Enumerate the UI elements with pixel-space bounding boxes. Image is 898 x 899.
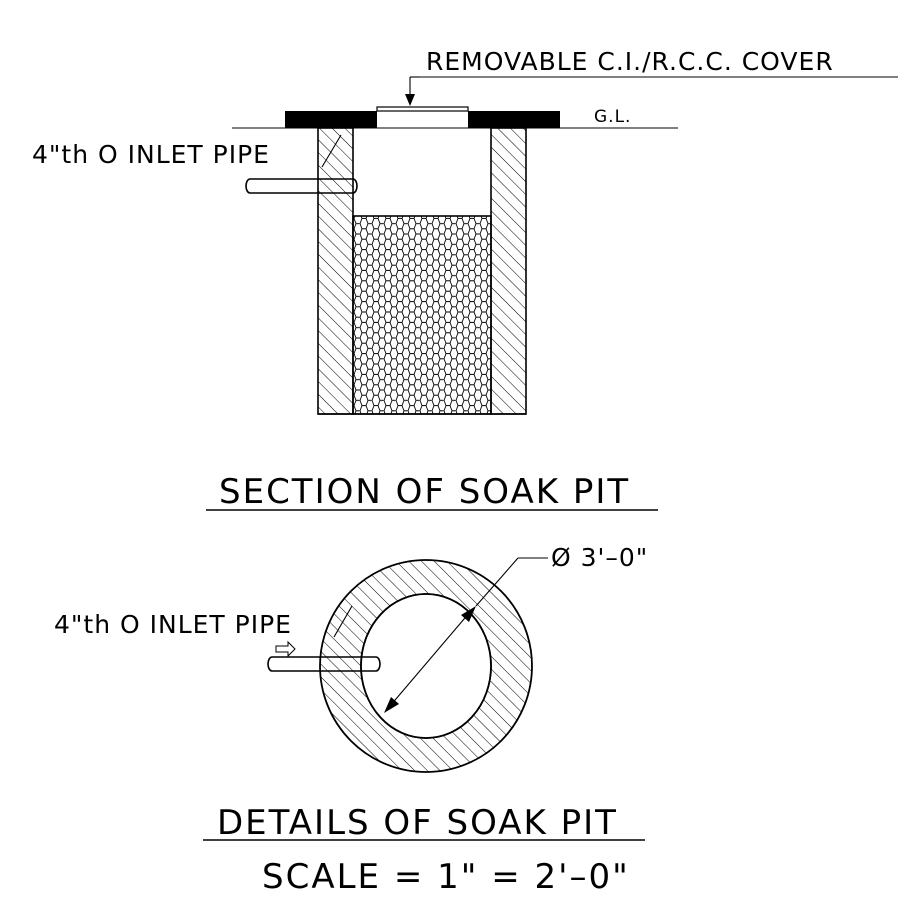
right-wall [490, 127, 527, 415]
left-wall [317, 127, 354, 415]
flow-arrow-icon [275, 640, 296, 658]
section-view: REMOVABLE C.I./R.C.C. COVER G.L. 4"th O … [32, 47, 898, 512]
inlet-pipe-plan [267, 656, 381, 672]
plan-title: DETAILS OF SOAK PIT [217, 803, 618, 843]
diameter-dimension [384, 557, 548, 713]
inlet-pipe-section [245, 178, 358, 194]
cover-leader [405, 76, 898, 106]
section-inlet-leader [321, 134, 342, 168]
section-inlet-label: 4"th O INLET PIPE [32, 140, 270, 169]
plan-inlet-leader [333, 605, 353, 638]
aggregate-filling [352, 215, 492, 415]
removable-cover-plate [376, 106, 469, 112]
cover-label: REMOVABLE C.I./R.C.C. COVER [426, 47, 834, 76]
gl-label: G.L. [594, 107, 631, 127]
plan-inlet-label: 4"th O INLET PIPE [54, 610, 292, 639]
scale-label: SCALE = 1" = 2'–0" [262, 857, 630, 897]
cover-slab-left [285, 111, 377, 128]
plan-view: Ø 3'–0" 4"th O INLET PIPE DETAILS OF SOA… [54, 543, 648, 897]
cover-slab-right [468, 111, 560, 128]
section-title: SECTION OF SOAK PIT [219, 472, 630, 512]
diameter-label: Ø 3'–0" [551, 543, 648, 572]
